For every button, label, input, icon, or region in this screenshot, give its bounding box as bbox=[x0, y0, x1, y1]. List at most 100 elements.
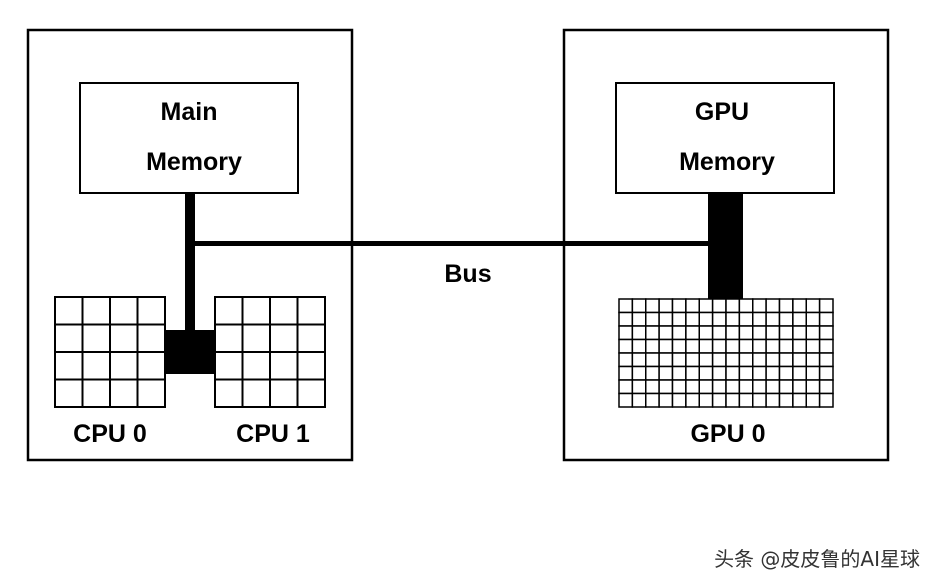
core-cell bbox=[818, 325, 834, 341]
core-cell bbox=[765, 379, 781, 395]
core-cell bbox=[818, 365, 834, 381]
core-cell bbox=[685, 392, 700, 408]
core-cell bbox=[671, 325, 687, 341]
core-cell bbox=[109, 378, 139, 408]
core-cell bbox=[631, 379, 647, 395]
core-cell bbox=[792, 311, 807, 327]
core-cell bbox=[54, 296, 84, 326]
core-cell bbox=[778, 379, 794, 395]
core-cell bbox=[805, 311, 821, 327]
core-cell bbox=[136, 351, 166, 381]
core-cell bbox=[645, 379, 660, 395]
core-cell bbox=[765, 325, 781, 341]
core-cell bbox=[752, 311, 767, 327]
cpu0-core-grid bbox=[54, 296, 166, 408]
core-cell bbox=[214, 323, 244, 353]
core-cell bbox=[725, 365, 741, 381]
core-cell bbox=[618, 379, 634, 395]
core-cell bbox=[645, 392, 660, 408]
core-cell bbox=[618, 325, 634, 341]
core-cell bbox=[711, 365, 727, 381]
core-cell bbox=[818, 392, 834, 408]
core-cell bbox=[241, 296, 271, 326]
gpu-memory-link bbox=[708, 193, 743, 299]
watermark: 头条 @皮皮鲁的AI星球 bbox=[714, 547, 920, 571]
core-cell bbox=[671, 352, 687, 368]
core-cell bbox=[765, 311, 781, 327]
core-cell bbox=[645, 365, 660, 381]
core-cell bbox=[618, 298, 634, 314]
core-cell bbox=[81, 323, 111, 353]
core-cell bbox=[658, 352, 674, 368]
gpu0-core-grid bbox=[618, 298, 834, 408]
core-cell bbox=[685, 365, 700, 381]
core-cell bbox=[752, 365, 767, 381]
core-cell bbox=[296, 351, 326, 381]
core-cell bbox=[778, 338, 794, 354]
core-cell bbox=[631, 311, 647, 327]
core-cell bbox=[792, 379, 807, 395]
core-cell bbox=[631, 352, 647, 368]
core-cell bbox=[658, 325, 674, 341]
core-cell bbox=[738, 325, 754, 341]
core-cell bbox=[658, 392, 674, 408]
core-cell bbox=[685, 311, 700, 327]
core-cell bbox=[618, 352, 634, 368]
core-cell bbox=[136, 378, 166, 408]
core-cell bbox=[765, 365, 781, 381]
core-cell bbox=[752, 325, 767, 341]
gpu-memory-label-line1: GPU bbox=[695, 98, 749, 126]
core-cell bbox=[631, 325, 647, 341]
core-cell bbox=[738, 311, 754, 327]
core-cell bbox=[685, 379, 700, 395]
gpu-memory-label-line2: Memory bbox=[679, 148, 775, 176]
core-cell bbox=[792, 365, 807, 381]
main-memory-label-line2: Memory bbox=[146, 148, 242, 176]
core-cell bbox=[778, 311, 794, 327]
core-cell bbox=[711, 311, 727, 327]
core-cell bbox=[81, 378, 111, 408]
core-cell bbox=[738, 379, 754, 395]
core-cell bbox=[805, 352, 821, 368]
core-cell bbox=[618, 365, 634, 381]
core-cell bbox=[698, 392, 714, 408]
core-cell bbox=[658, 311, 674, 327]
core-cell bbox=[685, 352, 700, 368]
core-cell bbox=[765, 298, 781, 314]
core-cell bbox=[698, 311, 714, 327]
core-cell bbox=[805, 392, 821, 408]
core-cell bbox=[296, 296, 326, 326]
core-cell bbox=[685, 298, 700, 314]
core-cell bbox=[658, 298, 674, 314]
core-cell bbox=[618, 338, 634, 354]
core-cell bbox=[725, 392, 741, 408]
core-cell bbox=[805, 338, 821, 354]
core-cell bbox=[778, 298, 794, 314]
gpu-memory-box: GPU Memory bbox=[615, 82, 835, 194]
core-cell bbox=[109, 296, 139, 326]
gpu0-label: GPU 0 bbox=[690, 420, 765, 448]
core-cell bbox=[698, 379, 714, 395]
core-cell bbox=[658, 379, 674, 395]
core-cell bbox=[698, 298, 714, 314]
core-cell bbox=[752, 352, 767, 368]
core-cell bbox=[792, 392, 807, 408]
core-cell bbox=[269, 351, 299, 381]
cpu0-label: CPU 0 bbox=[73, 420, 147, 448]
core-cell bbox=[752, 298, 767, 314]
core-cell bbox=[671, 379, 687, 395]
core-cell bbox=[214, 351, 244, 381]
core-cell bbox=[645, 311, 660, 327]
core-cell bbox=[645, 338, 660, 354]
core-cell bbox=[618, 392, 634, 408]
core-cell bbox=[805, 365, 821, 381]
bus-label: Bus bbox=[444, 260, 491, 288]
core-cell bbox=[818, 311, 834, 327]
cpu1-label: CPU 1 bbox=[236, 420, 310, 448]
core-cell bbox=[725, 311, 741, 327]
core-cell bbox=[136, 323, 166, 353]
core-cell bbox=[805, 325, 821, 341]
core-cell bbox=[818, 352, 834, 368]
core-cell bbox=[711, 392, 727, 408]
core-cell bbox=[765, 352, 781, 368]
